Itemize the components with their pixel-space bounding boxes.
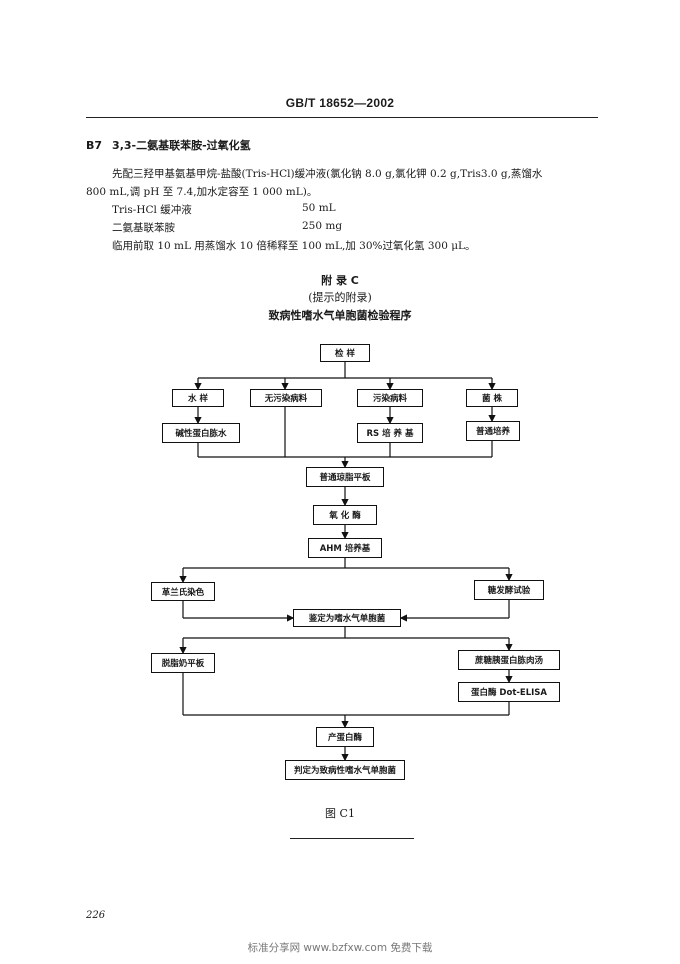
flow-gram: 革兰氏染色 xyxy=(151,582,215,601)
appendix-subtitle: (提示的附录) xyxy=(308,291,372,304)
section-number: B7 xyxy=(86,139,103,152)
appendix-title: 致病性嗜水气单胞菌检验程序 xyxy=(268,309,412,322)
flow-sample: 检 样 xyxy=(320,344,370,362)
reagent-amount-2: 250 mg xyxy=(302,220,343,232)
appendix-label: 附 录 C xyxy=(321,274,359,287)
standard-header: GB/T 18652—2002 xyxy=(285,96,395,110)
flow-common: 普通培养 xyxy=(466,421,520,441)
flow-ferment: 糖发酵试验 xyxy=(474,580,544,600)
flow-dirty: 污染病料 xyxy=(357,389,423,407)
flow-rs: RS 培 养 基 xyxy=(357,423,423,443)
flow-dot: 蛋白酶 Dot-ELISA xyxy=(458,682,560,702)
reagent-name-2: 二氨基联苯胺 xyxy=(112,222,175,234)
flow-water: 水 样 xyxy=(172,389,224,407)
reagent-amount-1: 50 mL xyxy=(302,202,336,214)
usage-note: 临用前取 10 mL 用蒸馏水 10 倍稀释至 100 mL,加 30%过氧化氢… xyxy=(112,240,476,252)
figure-caption: 图 C1 xyxy=(325,807,355,820)
flow-result: 判定为致病性嗜水气单胞菌 xyxy=(285,760,405,780)
header-rule xyxy=(86,117,598,118)
paragraph-line-2: 800 mL,调 pH 至 7.4,加水定容至 1 000 mL)。 xyxy=(86,186,318,198)
flow-milk: 脱脂奶平板 xyxy=(151,653,215,673)
flow-oxidase: 氧 化 酶 xyxy=(313,505,377,525)
flow-agar: 普通琼脂平板 xyxy=(306,467,384,487)
paragraph-line-1: 先配三羟甲基氨基甲烷-盐酸(Tris-HCl)缓冲液(氯化钠 8.0 g,氯化钾… xyxy=(112,168,543,180)
flow-alkaline: 碱性蛋白胨水 xyxy=(162,423,240,443)
end-rule xyxy=(290,838,414,839)
section-title: 3,3-二氨基联苯胺-过氧化氢 xyxy=(112,139,251,152)
flow-clean: 无污染病料 xyxy=(250,389,322,407)
flow-protease: 产蛋白酶 xyxy=(316,727,374,747)
page-number: 226 xyxy=(86,910,106,921)
flow-strain: 菌 株 xyxy=(466,389,518,407)
reagent-name-1: Tris-HCl 缓冲液 xyxy=(112,204,192,216)
flow-identify: 鉴定为嗜水气单胞菌 xyxy=(293,609,401,627)
site-footer: 标准分享网 www.bzfxw.com 免费下载 xyxy=(247,942,433,954)
flow-broth: 蔗糖胰蛋白胨肉汤 xyxy=(458,650,560,670)
section-heading: B7 3,3-二氨基联苯胺-过氧化氢 xyxy=(86,137,251,153)
flow-ahm: AHM 培养基 xyxy=(308,538,382,558)
